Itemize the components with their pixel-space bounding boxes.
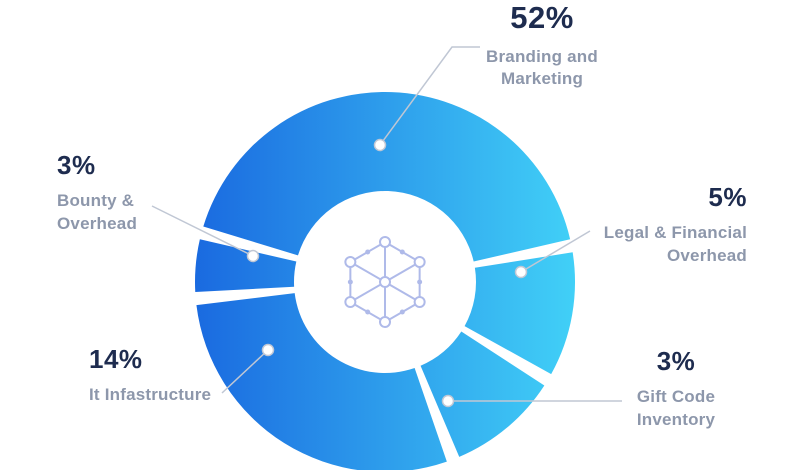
segment-name-line: Gift Code	[636, 387, 716, 407]
percent-value: 52%	[510, 0, 574, 35]
percent-value: 5%	[708, 182, 747, 212]
leader-line-it	[221, 349, 269, 394]
segment-name-line: Marketing	[500, 68, 584, 88]
pie-segment-branding	[203, 91, 571, 262]
callout-legal-financial-overhead: 5% Legal & Financial Overhead	[527, 182, 747, 267]
pie-segment-legal	[464, 252, 575, 375]
segment-name-line: Bounty &	[57, 191, 135, 211]
segment-name-line: It Infastructure	[89, 385, 212, 405]
leader-dot-bounty	[246, 249, 260, 263]
leader-dot-gift	[441, 394, 455, 408]
leader-line-legal	[520, 230, 591, 273]
callout-it-infrastructure: 14% It Infastructure	[89, 344, 309, 407]
callout-gift-code-inventory: 3% Gift Code Inventory	[586, 346, 766, 431]
segment-name: Branding and Marketing	[462, 46, 622, 91]
segment-name: Gift Code Inventory	[586, 386, 766, 431]
segment-name: Bounty & Overhead	[57, 190, 237, 235]
leader-line-bounty	[151, 205, 254, 257]
segment-name: Legal & Financial Overhead	[527, 222, 747, 267]
percent-value: 3%	[57, 150, 96, 180]
callout-branding-marketing: 52% Branding and Marketing	[462, 0, 622, 91]
blockchain-network-icon	[344, 236, 426, 328]
segment-name-line: Overhead	[666, 245, 747, 265]
segment-name-line: Inventory	[636, 409, 716, 429]
callout-bounty-overhead: 3% Bounty & Overhead	[57, 150, 237, 235]
percent-value: 14%	[89, 344, 143, 374]
segment-name-line: Overhead	[57, 213, 138, 233]
leader-line-branding	[379, 46, 480, 146]
pie-segment-gift	[420, 331, 545, 457]
leader-dot-branding	[373, 138, 387, 152]
segment-name-line: Legal & Financial	[603, 223, 747, 243]
percent-value: 3%	[656, 346, 696, 376]
pie-segment-bounty	[195, 239, 297, 292]
leader-dot-legal	[514, 265, 528, 279]
segment-name-line: Branding and	[486, 46, 598, 66]
pie-segment-it	[196, 293, 447, 470]
segment-name: It Infastructure	[89, 384, 309, 406]
leader-dot-it	[261, 343, 275, 357]
